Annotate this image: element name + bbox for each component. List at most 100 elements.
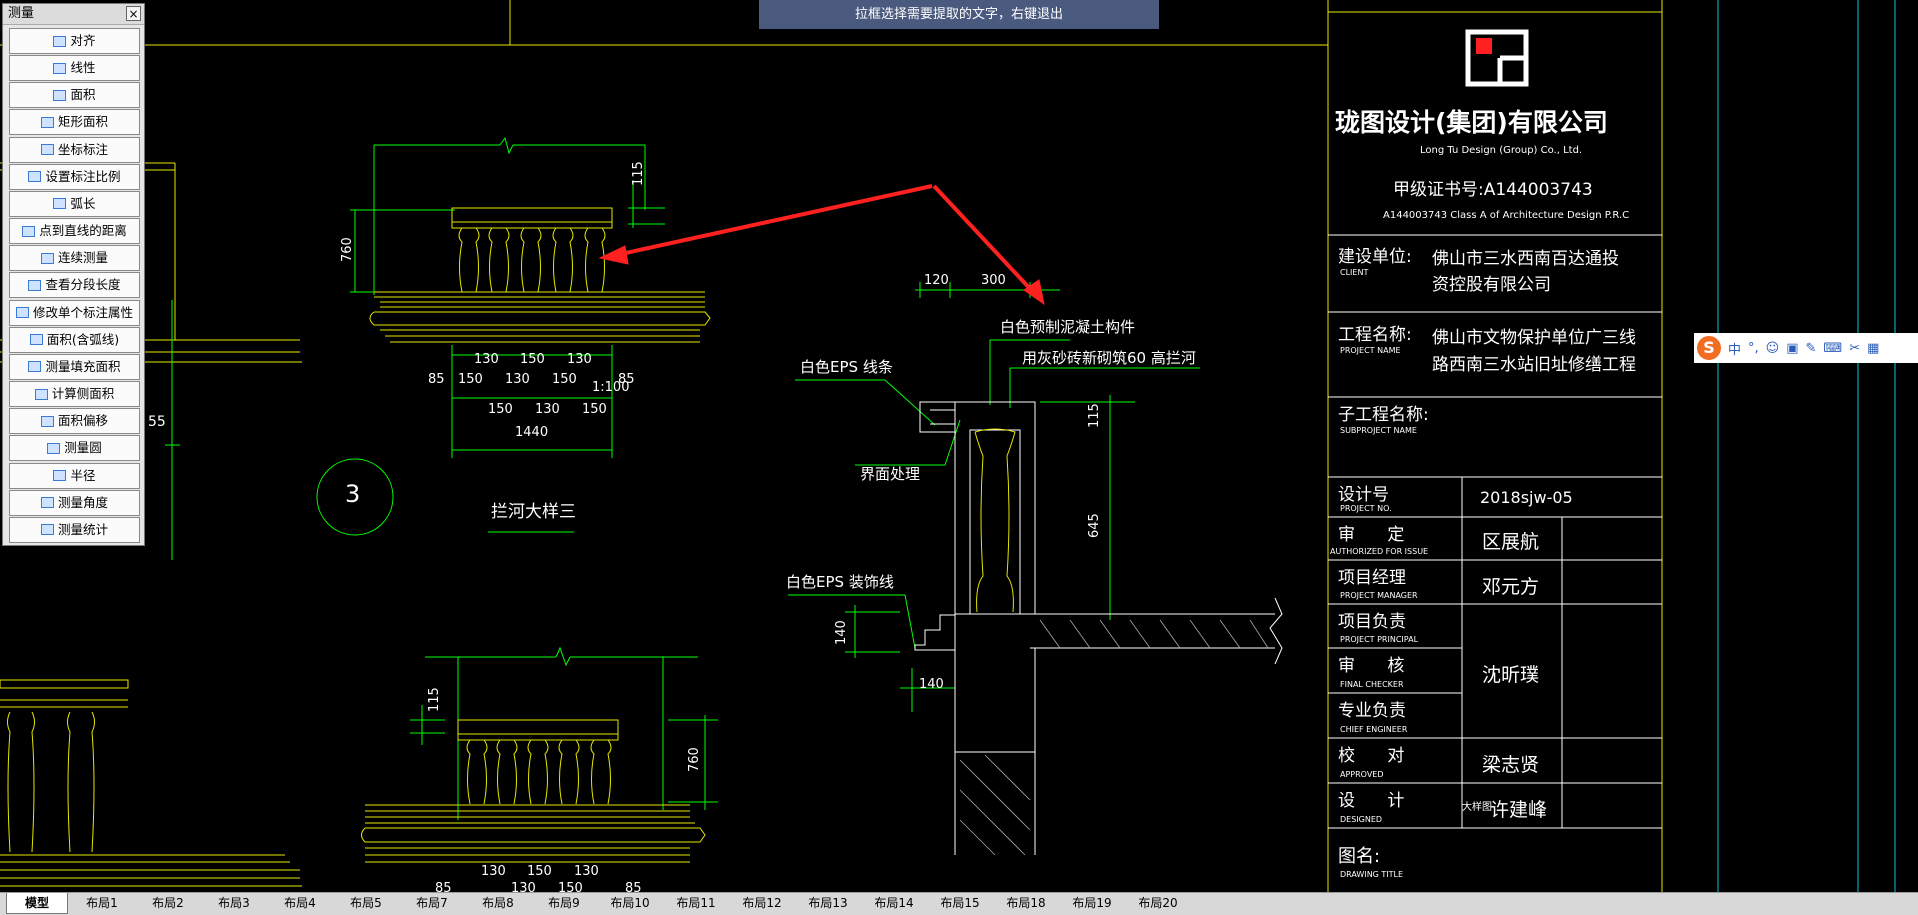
tab-layout[interactable]: 布局9 [548,896,580,910]
measure-panel[interactable]: 测量 × 对齐线性面积矩形面积坐标标注设置标注比例弧长点到直线的距离连续测量查看… [2,3,145,546]
tab-layout[interactable]: 布局15 [940,896,980,910]
subproject-label-en: SUBPROJECT NAME [1340,426,1417,435]
tab-layout[interactable]: 布局11 [676,896,716,910]
tab-layout[interactable]: 布局5 [350,896,382,910]
authorized-label: 审 定 [1338,525,1405,545]
scissors-icon[interactable]: ✂ [1849,340,1861,356]
tab-layout[interactable]: 布局10 [610,896,650,910]
measure-tool-item[interactable]: 查看分段长度 [9,272,140,299]
linear-dimension-icon [53,62,67,74]
detail-marker-circle [316,458,394,536]
measure-tool-item[interactable]: 修改单个标注属性 [9,299,140,326]
arc-area-icon [29,334,43,346]
measure-tool-item[interactable]: 测量统计 [9,516,140,543]
chief-label-en: CHIEF ENGINEER [1340,725,1408,734]
prompt-banner: 拉框选择需要提取的文字，右键退出 [759,0,1159,29]
measure-tool-item[interactable]: 测量填充面积 [9,353,140,380]
tab-model[interactable]: 模型 [6,893,68,914]
measure-tool-label: 线性 [70,60,96,76]
statistics-icon [40,524,54,536]
dim-label: 115 [1087,403,1102,428]
pm-label: 项目经理 [1338,568,1406,588]
measure-tool-label: 半径 [70,467,96,483]
measure-tool-label: 修改单个标注属性 [32,304,133,320]
dim-label: 120 [924,273,949,288]
measure-tool-item[interactable]: 线性 [9,55,140,82]
measure-tool-item[interactable]: 计算侧面积 [9,381,140,408]
area-offset-icon [40,415,54,427]
drawing-title-label-en: DRAWING TITLE [1340,870,1404,879]
designed-label-en: DESIGNED [1340,815,1383,824]
measure-tool-label: 弧长 [70,195,96,211]
emoji-icon[interactable]: ☺ [1765,340,1780,356]
dim-label: 115 [631,161,646,186]
tab-layout[interactable]: 布局1 [86,896,118,910]
principal-label-en: PROJECT PRINCIPAL [1340,635,1419,644]
dim-label: 760 [340,237,355,262]
panel-titlebar[interactable]: 测量 × [3,4,144,25]
project-no-label: 设计号 [1338,485,1389,505]
measure-tool-item[interactable]: 面积偏移 [9,408,140,435]
measure-tool-item[interactable]: 点到直线的距离 [9,218,140,245]
measure-tool-item[interactable]: 面积 [9,82,140,109]
keyboard-icon[interactable]: ⌨ [1823,340,1843,356]
scale-icon [28,171,42,183]
measure-tool-label: 测量圆 [64,440,102,456]
measure-tool-item[interactable]: 坐标标注 [9,136,140,163]
measure-tool-item[interactable]: 面积(含弧线) [9,326,140,353]
ime-logo-icon[interactable]: S [1697,336,1721,360]
pen-icon[interactable]: ✎ [1805,340,1817,356]
callout-label: 白色EPS 线条 [800,358,893,376]
ime-mode[interactable]: 中 [1728,342,1742,358]
principal-label: 项目负责 [1338,612,1406,632]
measure-tool-item[interactable]: 测量角度 [9,489,140,516]
ime-punctuation[interactable]: °, [1748,340,1759,356]
measure-tool-label: 矩形面积 [57,114,108,130]
tab-layout[interactable]: 布局19 [1072,896,1112,910]
designed-label: 设 计 [1338,791,1405,811]
image-icon[interactable]: ▣ [1786,340,1799,356]
callout-label: 白色EPS 装饰线 [786,573,894,591]
measure-tool-item[interactable]: 测量圆 [9,435,140,462]
measure-tool-label: 计算侧面积 [51,386,115,402]
subproject-label: 子工程名称: [1338,405,1429,425]
tab-layout[interactable]: 布局12 [742,896,782,910]
grid-icon[interactable]: ▦ [1867,340,1880,356]
radius-icon [53,470,67,481]
project-label-en: PROJECT NAME [1340,346,1401,355]
tab-layout[interactable]: 布局14 [874,896,914,910]
close-button[interactable]: × [126,6,141,21]
tab-layout[interactable]: 布局18 [1006,896,1046,910]
dim-label: 130 [574,864,599,879]
coordinate-icon [40,144,54,156]
measure-tool-item[interactable]: 矩形面积 [9,109,140,136]
measure-tool-item[interactable]: 设置标注比例 [9,163,140,190]
dim-label: 130 [505,372,530,387]
tab-layout[interactable]: 布局13 [808,896,848,910]
area-icon [53,89,67,101]
tab-layout[interactable]: 布局3 [218,896,250,910]
callout-label: 白色预制泥凝土构件 [1000,318,1136,336]
project-name-line1: 佛山市文物保护单位广三线 [1432,328,1636,348]
measure-tool-item[interactable]: 半径 [9,462,140,489]
approved-label: 校 对 [1338,746,1405,766]
measure-tool-list: 对齐线性面积矩形面积坐标标注设置标注比例弧长点到直线的距离连续测量查看分段长度修… [9,28,140,544]
tab-layout[interactable]: 布局20 [1138,896,1178,910]
red-arrows [598,184,1045,306]
detail-title: 拦河大样三 [491,502,576,522]
measure-tool-label: 测量填充面积 [45,358,121,374]
tab-layout[interactable]: 布局2 [152,896,184,910]
measure-tool-item[interactable]: 连续测量 [9,245,140,272]
tab-layout[interactable]: 布局8 [482,896,514,910]
rect-area-icon [40,116,54,128]
measure-tool-item[interactable]: 弧长 [9,190,140,217]
detail-number: 3 [345,480,361,508]
hatch-area-icon [28,361,42,373]
ime-toolbar[interactable]: S 中 °, ☺ ▣ ✎ ⌨ ✂ ▦ [1694,333,1918,363]
measure-tool-item[interactable]: 对齐 [9,28,140,54]
measure-tool-label: 查看分段长度 [45,277,121,293]
authorized-value: 区展航 [1482,531,1540,553]
tab-layout[interactable]: 布局4 [284,896,316,910]
tab-layout[interactable]: 布局7 [416,896,448,910]
